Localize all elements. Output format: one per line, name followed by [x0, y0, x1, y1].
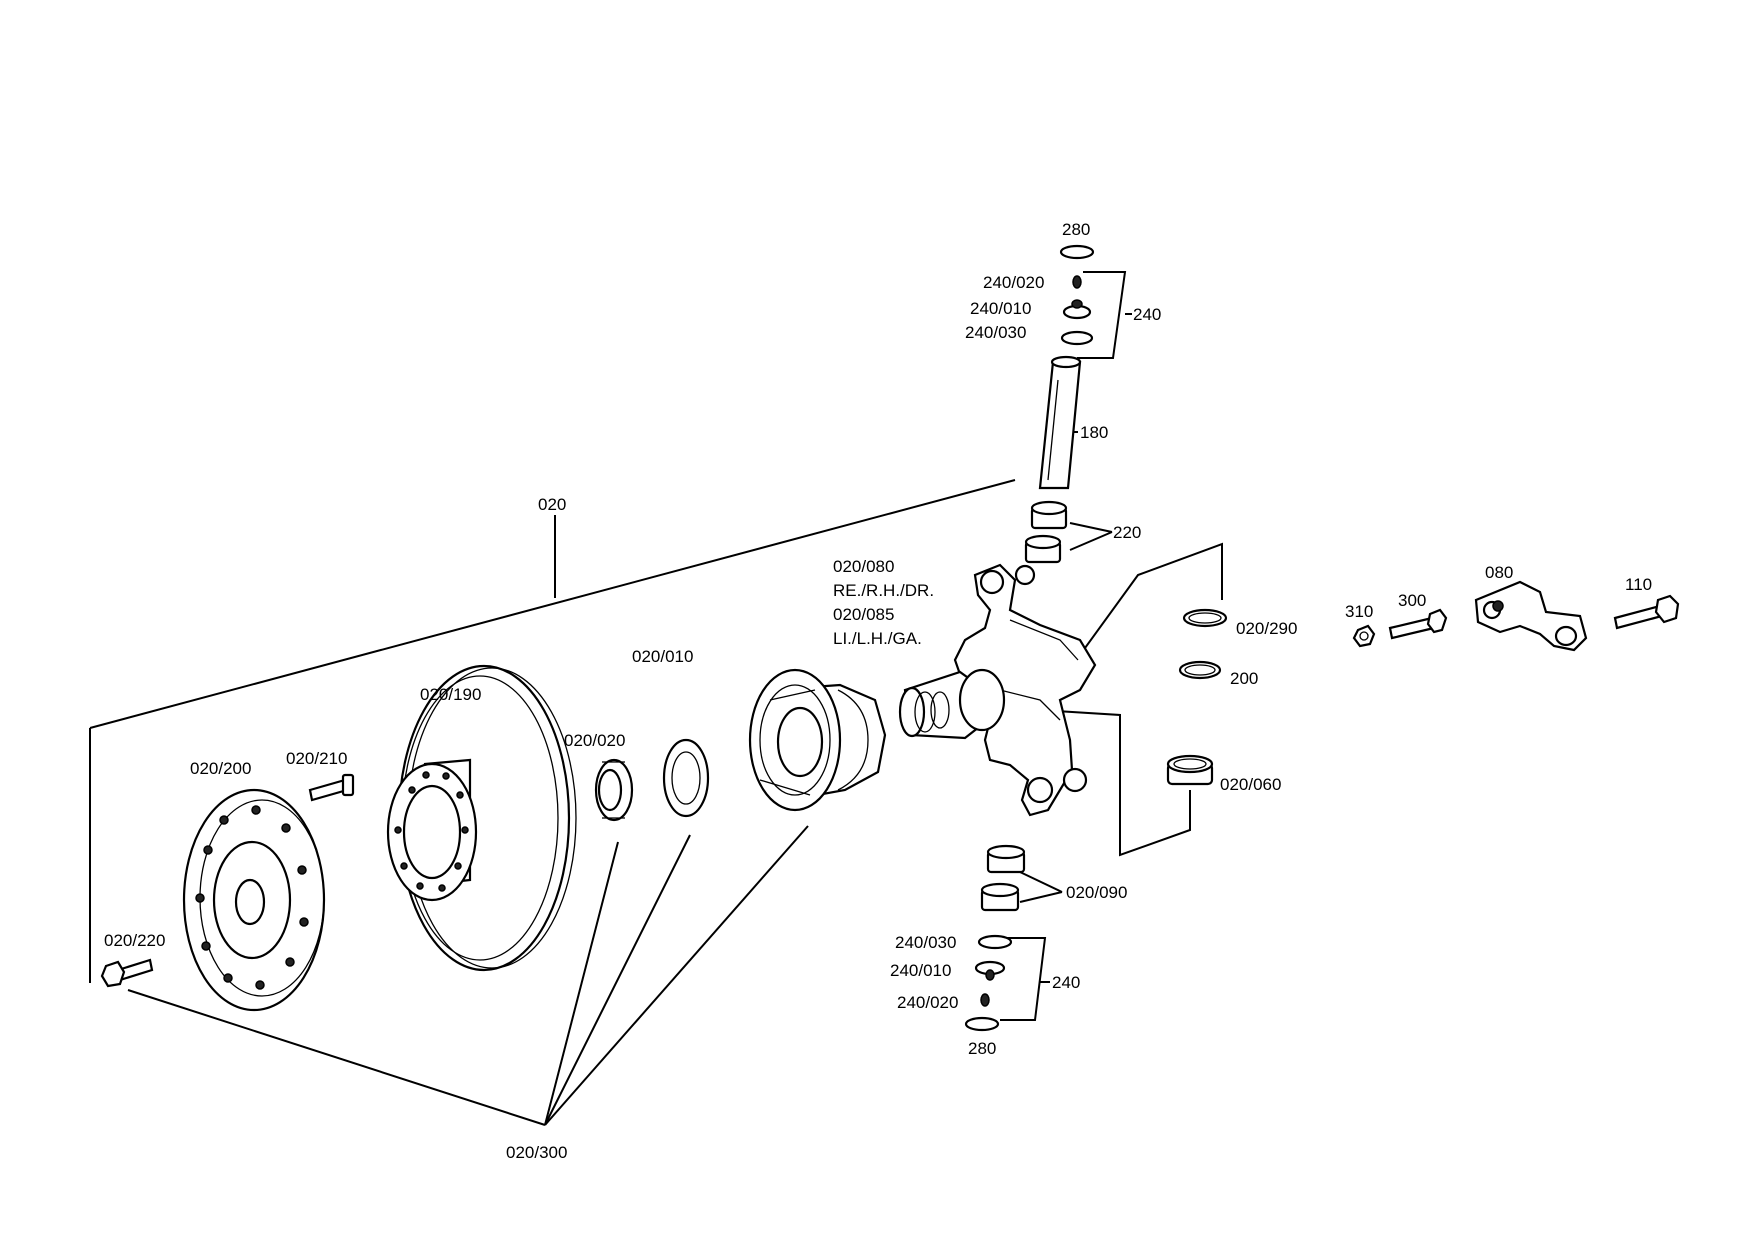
hub-flange-020-200	[182, 788, 326, 1012]
label-080: 080	[1485, 563, 1513, 582]
nut-310	[1352, 624, 1376, 648]
label-310: 310	[1345, 602, 1373, 621]
label-020-300: 020/300	[506, 1143, 567, 1162]
leader-lines	[89, 271, 1223, 1126]
label-020-080: 020/080	[833, 557, 894, 576]
part-labels: 280 240/020 240/010 240/030 240 180 220 …	[104, 220, 1652, 1162]
label-110: 110	[1625, 575, 1652, 594]
label-020-200: 020/200	[190, 759, 251, 778]
bushing-020-090-a	[986, 844, 1026, 874]
seal-200	[1178, 660, 1222, 680]
label-020-190: 020/190	[420, 685, 481, 704]
bearing-020-060	[1166, 754, 1214, 786]
nut-020-020	[594, 758, 634, 822]
washer-020-010	[662, 738, 710, 818]
label-280-top: 280	[1062, 220, 1090, 239]
brake-disc-020-190	[386, 664, 577, 972]
grease-nipple-bottom	[980, 993, 990, 1007]
steering-arm-080	[1474, 580, 1588, 652]
top-seal-280	[1059, 244, 1095, 260]
bottom-seal-280	[964, 1016, 1000, 1032]
bolt-300	[1388, 608, 1448, 640]
label-240-top: 240	[1133, 305, 1161, 324]
steering-knuckle	[898, 563, 1097, 817]
cover-top	[1062, 299, 1092, 320]
bushing-220-b	[1024, 534, 1062, 564]
bolt-110	[1613, 594, 1680, 630]
label-240-020-bot: 240/020	[897, 993, 958, 1012]
label-240-010-top: 240/010	[970, 299, 1031, 318]
bushing-220-a	[1030, 500, 1068, 530]
label-300: 300	[1398, 591, 1426, 610]
stud-020-210	[308, 773, 355, 802]
label-020-085: 020/085	[833, 605, 894, 624]
label-020-060: 020/060	[1220, 775, 1281, 794]
label-180: 180	[1080, 423, 1108, 442]
grease-nipple-top	[1072, 275, 1082, 289]
label-020-220: 020/220	[104, 931, 165, 950]
label-020-010: 020/010	[632, 647, 693, 666]
label-280-bot: 280	[968, 1039, 996, 1058]
seal-020-290	[1182, 608, 1228, 628]
ring-top-240-030	[1060, 330, 1094, 346]
label-240-bot: 240	[1052, 973, 1080, 992]
disc-bolt-holes	[394, 771, 469, 892]
wheel-hub-bearing-unit	[748, 668, 887, 812]
label-020-020: 020/020	[564, 731, 625, 750]
label-240-020-top: 240/020	[983, 273, 1044, 292]
label-200: 200	[1230, 669, 1258, 688]
bushing-020-090-b	[980, 882, 1020, 912]
label-re-rh-dr: RE./R.H./DR.	[833, 581, 934, 600]
label-020-210: 020/210	[286, 749, 347, 768]
king-pin-180	[1038, 355, 1082, 490]
label-220: 220	[1113, 523, 1141, 542]
flange-bolt-holes	[195, 805, 309, 990]
label-020-290: 020/290	[1236, 619, 1297, 638]
bolt-020-220	[100, 958, 154, 988]
label-020-090: 020/090	[1066, 883, 1127, 902]
label-240-030-bot: 240/030	[895, 933, 956, 952]
cover-bottom	[974, 960, 1006, 981]
ring-bottom-240-030	[977, 934, 1013, 950]
label-li-lh-ga: LI./L.H./GA.	[833, 629, 922, 648]
label-240-030-top: 240/030	[965, 323, 1026, 342]
label-240-010-bot: 240/010	[890, 961, 951, 980]
label-020: 020	[538, 495, 566, 514]
